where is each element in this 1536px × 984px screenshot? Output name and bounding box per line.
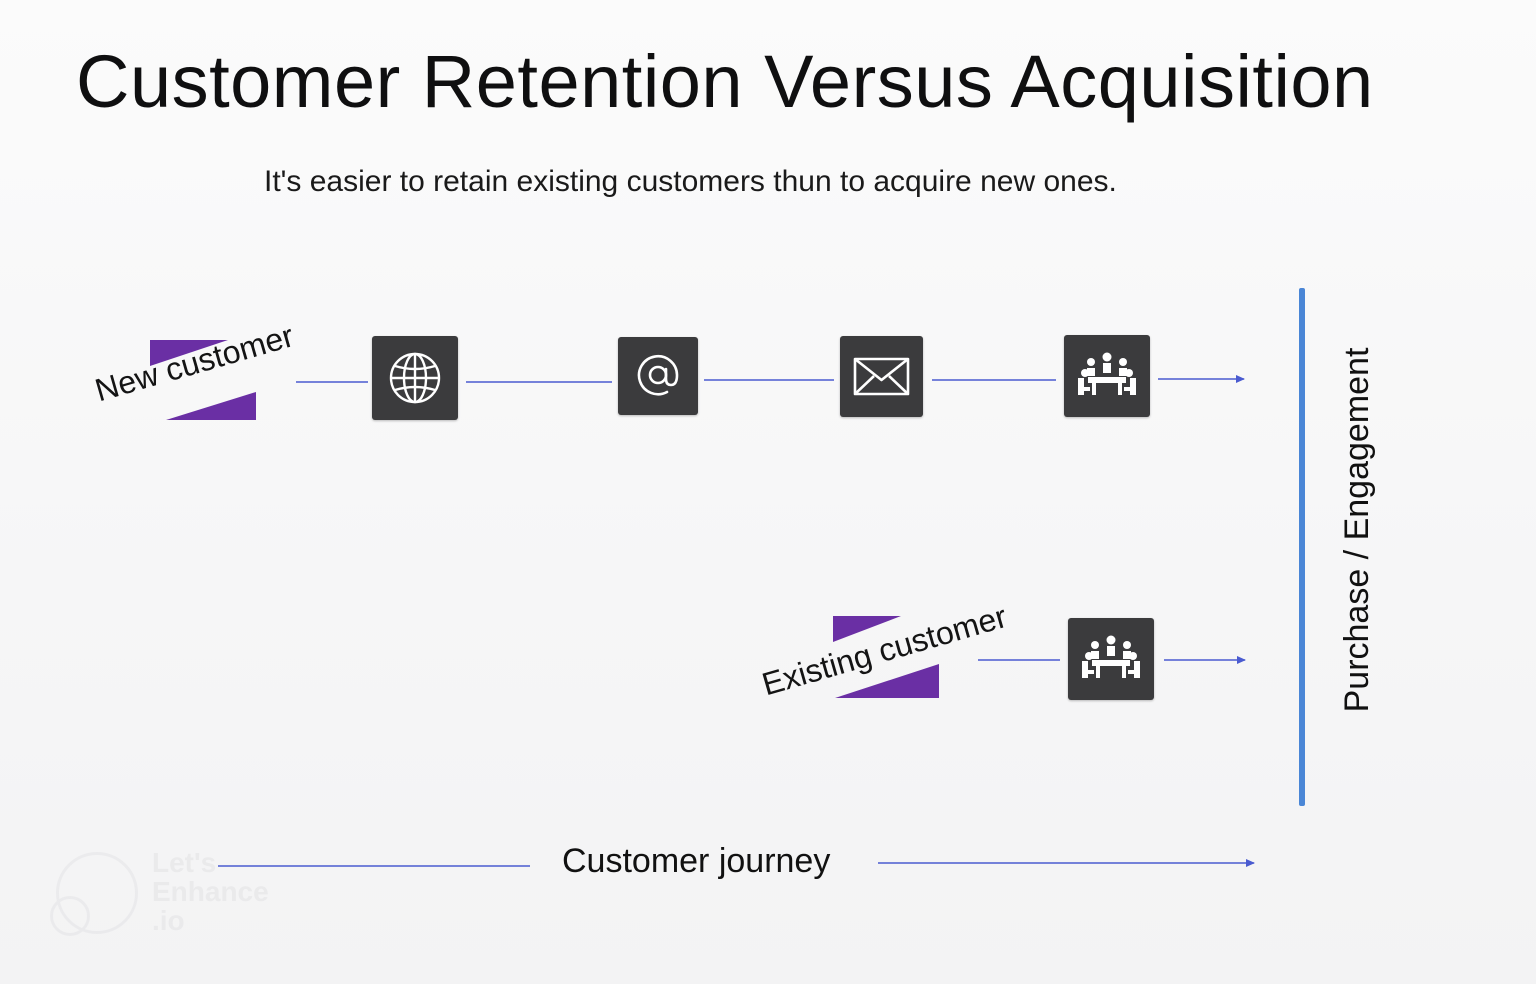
watermark-ring-small xyxy=(50,896,90,936)
envelope-icon-tile xyxy=(840,336,923,417)
journey-label: Customer journey xyxy=(562,842,831,880)
tag-accent-bottom xyxy=(166,392,256,420)
meeting-icon xyxy=(1082,635,1140,678)
at-sign-icon-tile xyxy=(618,337,698,415)
envelope-icon xyxy=(853,357,910,396)
new-customer-tag: New customer xyxy=(88,317,308,432)
page-title: Customer Retention Versus Acquisition xyxy=(76,40,1374,123)
watermark-line: Enhance xyxy=(152,876,269,907)
outcome-label: Purchase / Engagement xyxy=(1338,347,1376,713)
at-sign-icon xyxy=(637,355,679,396)
page-subtitle: It's easier to retain existing customers… xyxy=(264,165,1117,198)
outcome-bar xyxy=(1299,288,1305,806)
existing-customer-tag: Existing customer xyxy=(755,598,1015,710)
watermark-line: Let's xyxy=(152,847,217,878)
watermark-ring xyxy=(56,852,138,934)
meeting-icon-tile xyxy=(1068,618,1154,700)
meeting-icon-tile xyxy=(1064,335,1150,417)
watermark-logo: Let's Enhance .io xyxy=(48,848,288,940)
watermark-line: .io xyxy=(152,905,185,936)
globe-icon-tile xyxy=(372,336,458,420)
globe-icon xyxy=(389,352,441,404)
meeting-icon xyxy=(1078,352,1136,395)
watermark-text: Let's Enhance .io xyxy=(152,848,269,935)
